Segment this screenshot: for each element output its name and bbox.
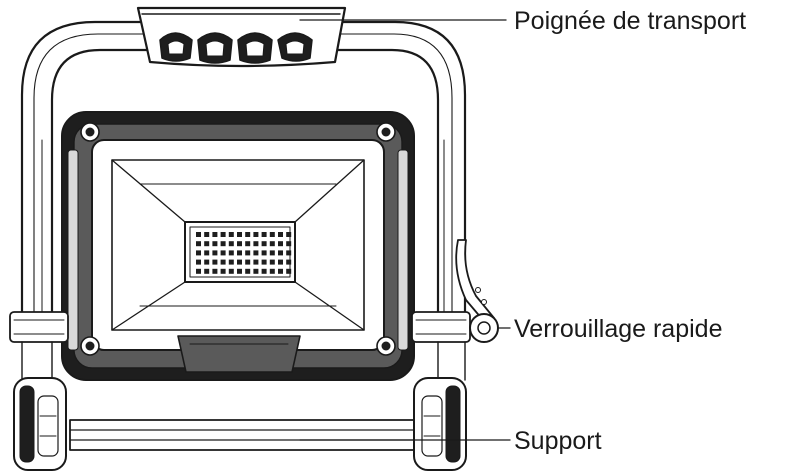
led-chip [237, 241, 242, 247]
screw-bottom-left [80, 336, 100, 356]
led-chip [220, 259, 226, 265]
led-chip [286, 268, 292, 274]
led-chip [237, 250, 242, 256]
led-chip [286, 259, 292, 265]
led-chip [278, 250, 283, 256]
led-chip [220, 268, 226, 274]
led-chip [245, 268, 251, 274]
led-chip [204, 232, 210, 237]
foot-right [413, 377, 467, 471]
led-chip [228, 259, 234, 265]
pivot-right [411, 311, 471, 343]
led-chip [286, 232, 292, 237]
led-chip [220, 241, 226, 247]
led-chip [196, 268, 201, 274]
led-chip [286, 241, 292, 247]
led-chip [196, 232, 201, 237]
led-chip [269, 259, 275, 265]
led-chip [261, 250, 267, 256]
led-chip [278, 268, 283, 274]
led-chip [269, 232, 275, 237]
led-chip [261, 259, 267, 265]
led-chip [261, 268, 267, 274]
quick-lock-lever [455, 239, 499, 343]
pivot-left [9, 311, 69, 343]
led-chip [253, 268, 259, 274]
led-chip [261, 241, 267, 247]
led-chip [228, 232, 234, 237]
led-chip [212, 250, 218, 256]
led-chip [228, 241, 234, 247]
screw-bottom-right [376, 336, 396, 356]
led-chip [253, 259, 259, 265]
led-chip [204, 250, 210, 256]
led-chip [245, 232, 251, 237]
led-chip [269, 241, 275, 247]
led-chip [204, 259, 210, 265]
led-chip [196, 241, 201, 247]
led-chip [220, 250, 226, 256]
led-chip [196, 250, 201, 256]
led-chip [212, 259, 218, 265]
screw-top-right [376, 122, 396, 142]
lamp-housing [61, 111, 415, 381]
led-chip [204, 241, 210, 247]
led-chip [245, 241, 251, 247]
led-chip [253, 232, 259, 237]
led-chip [245, 250, 251, 256]
carry-handle-grip [136, 6, 347, 68]
led-chip [228, 268, 234, 274]
led-chip [261, 232, 267, 237]
housing-screws [80, 122, 396, 356]
led-chip [212, 232, 218, 237]
led-chip [269, 268, 275, 274]
led-chip [278, 259, 283, 265]
led-chip [212, 241, 218, 247]
led-chip [228, 250, 234, 256]
led-chip [237, 232, 242, 237]
led-array [196, 232, 292, 274]
led-chip [278, 241, 283, 247]
led-chip [237, 268, 242, 274]
led-chip [253, 241, 259, 247]
led-chip [245, 259, 251, 265]
foot-left [13, 377, 67, 471]
callout-handle-label: Poignée de transport [514, 7, 746, 35]
led-chip [278, 232, 283, 237]
led-chip [196, 259, 201, 265]
callout-quick-lock-label: Verrouillage rapide [514, 315, 722, 343]
led-chip [237, 259, 242, 265]
led-chip [212, 268, 218, 274]
led-chip [269, 250, 275, 256]
led-panel [184, 221, 296, 283]
led-chip [204, 268, 210, 274]
led-chip [253, 250, 259, 256]
led-chip [220, 232, 226, 237]
led-chip [286, 250, 292, 256]
callout-stand-label: Support [514, 427, 602, 455]
screw-top-left [80, 122, 100, 142]
